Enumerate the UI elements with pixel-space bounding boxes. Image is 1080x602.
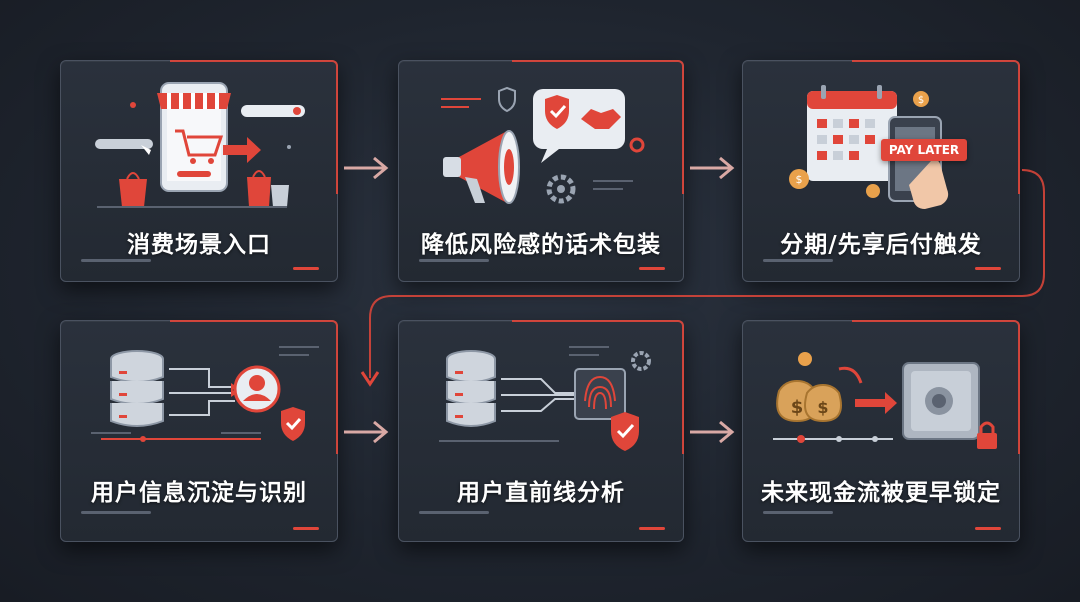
flow-arrow-5-6: [686, 416, 742, 448]
flow-arrow-4-5: [340, 416, 396, 448]
